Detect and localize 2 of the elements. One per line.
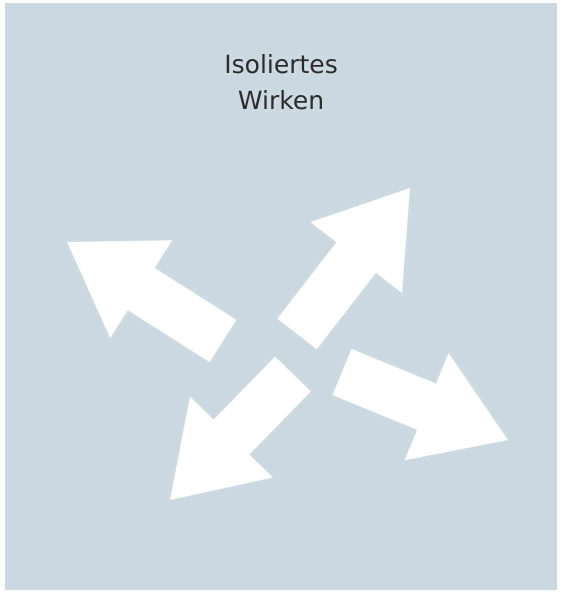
- panel-title: Isoliertes Wirken: [223, 49, 339, 117]
- panel-background: [5, 3, 557, 590]
